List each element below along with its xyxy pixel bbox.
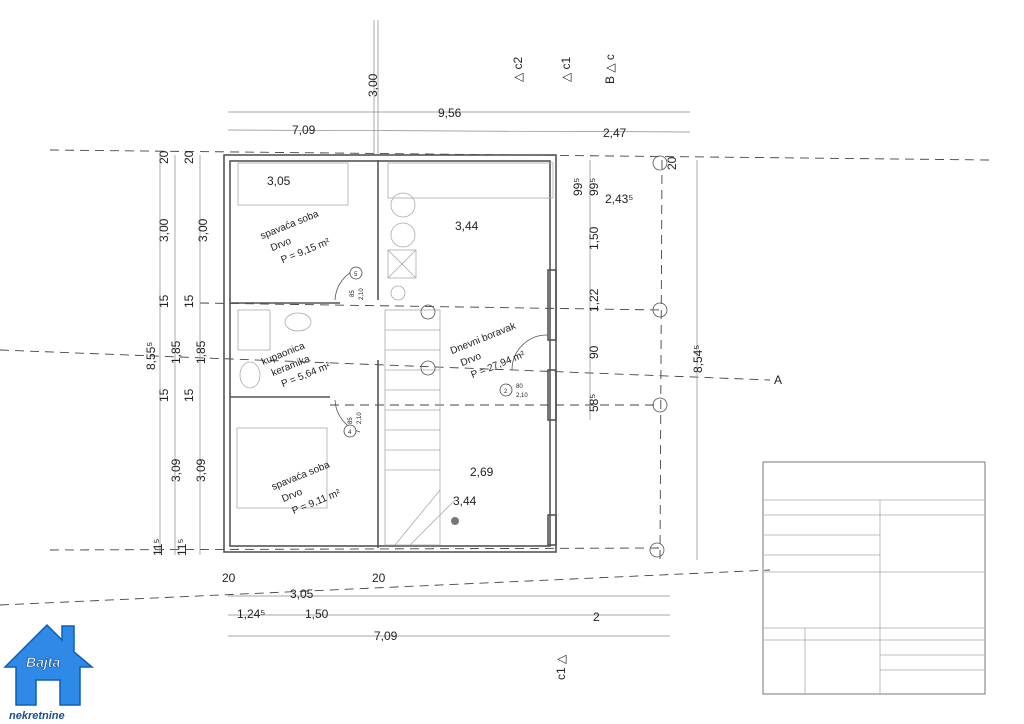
title-block (762, 461, 986, 695)
dim-label: 3,00 (157, 218, 171, 242)
door-width: 80 (516, 384, 523, 390)
dim-label: 2 (593, 610, 600, 624)
walls (223, 154, 557, 553)
dim-label: 8,54⁵ (691, 345, 705, 373)
section-c1-bottom: c1 △ (554, 654, 568, 680)
door-width: 85 (348, 417, 354, 424)
dim-label: 7,09 (374, 629, 398, 643)
dim-label: 99⁵ (587, 178, 601, 196)
marker-dot (451, 517, 459, 525)
room-name: spavaća soba (259, 209, 321, 242)
dim-label: 15 (157, 294, 171, 308)
room-name: Dnevni boravak (449, 320, 518, 357)
grid-lines (0, 20, 991, 637)
dim-label: 90 (587, 345, 601, 359)
dim-label: 1,50 (305, 607, 329, 621)
dim-label: 1,22 (587, 288, 601, 312)
dim-label: 3,44 (455, 219, 479, 233)
door-number: 5 (354, 272, 358, 278)
dim-label: 9,56 (438, 106, 462, 120)
door-5: 5 85 2,10 (349, 266, 365, 300)
logo-name: Bajta (26, 654, 60, 670)
room-living: Dnevni boravak Drvo P = 27,94 m² (449, 320, 527, 381)
dim-label: 1,85 (194, 340, 208, 364)
logo: Bajta nekretnine (3, 623, 95, 722)
section-c1: △ c1 (559, 56, 573, 82)
dim-label: 3,09 (169, 458, 183, 482)
dim-label: 8,55⁵ (144, 342, 158, 370)
dim-label: 1,85 (169, 340, 183, 364)
dim-label: 7,09 (292, 123, 316, 137)
dim-label: 11⁵ (175, 539, 189, 556)
left-dimensions: 8,55⁵ 20 3,00 15 1,85 15 3,09 11⁵ 20 3,0… (144, 150, 210, 556)
dim-label: 2,69 (470, 465, 494, 479)
section-a: A (774, 373, 782, 387)
door-number: 2 (504, 389, 508, 395)
dim-label: 11⁵ (151, 539, 165, 556)
dim-label: 1,24⁵ (237, 607, 265, 621)
section-c2: △ c2 (511, 56, 525, 82)
door-height: 2,10 (516, 393, 528, 399)
room-name: spavaća soba (270, 459, 332, 492)
dim-label: 3,44 (453, 494, 477, 508)
dim-label: 20 (222, 571, 236, 585)
dim-label: 3,05 (290, 587, 314, 601)
dim-label: 2,43⁵ (605, 192, 633, 206)
room-bathroom: kupaonica keramika P = 5,64 m² (260, 340, 333, 390)
dim-label: 1,50 (587, 226, 601, 250)
door-2: 2 80 2,10 (499, 383, 528, 399)
section-markers: △ c2 △ c1 B △ c A c1 △ (511, 54, 782, 680)
dim-label: 15 (182, 294, 196, 308)
section-c: B △ c (603, 54, 617, 84)
dim-label: 99⁵ (571, 178, 585, 196)
dim-label: 3,05 (267, 174, 291, 188)
right-dimensions: 99⁵ 99⁵ 2,43⁵ 1,50 1,22 90 58⁵ 20 8,54⁵ (571, 156, 705, 412)
dim-label: 15 (182, 388, 196, 402)
door-number: 4 (348, 430, 352, 436)
dim-label: 3,00 (366, 73, 380, 97)
dim-label: 20 (157, 150, 171, 164)
dim-label: 3,00 (196, 218, 210, 242)
dim-label: 20 (665, 156, 679, 170)
dim-label: 58⁵ (587, 394, 601, 412)
stairs (385, 329, 456, 546)
top-dimensions: 3,00 9,56 7,09 2,47 3,05 3,44 2,69 3,44 (267, 73, 627, 508)
door-height: 2,10 (359, 288, 365, 300)
furniture (236, 155, 668, 558)
bottom-dimensions: 20 20 3,05 1,24⁵ 1,50 7,09 2 (222, 571, 600, 643)
dim-label: 20 (182, 150, 196, 164)
dim-label: 3,09 (194, 458, 208, 482)
room-bedroom-1: spavaća soba Drvo P = 9,15 m² (259, 209, 332, 267)
door-4: 4 85 2,10 (343, 412, 363, 438)
dim-label: 2,47 (603, 126, 627, 140)
dim-label: 20 (372, 571, 386, 585)
logo-subtitle: nekretnine (9, 710, 65, 722)
room-bedroom-2: spavaća soba Drvo P = 9,11 m² (270, 459, 343, 517)
dim-label: 15 (157, 388, 171, 402)
door-width: 85 (350, 290, 356, 297)
door-height: 2,10 (357, 412, 363, 424)
